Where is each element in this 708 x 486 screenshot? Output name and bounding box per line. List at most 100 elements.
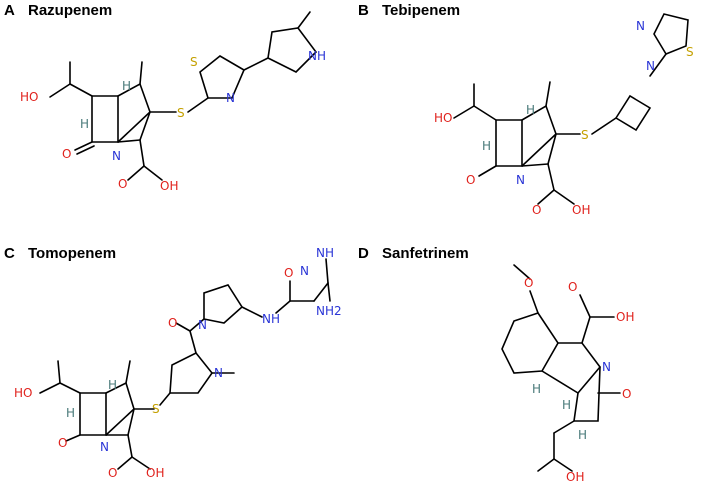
pyrroline-ring <box>105 381 135 436</box>
bond <box>547 163 555 191</box>
cyclohexane-ring <box>501 312 559 374</box>
bond <box>553 189 575 205</box>
bond <box>649 53 667 77</box>
atom-nitrogen: NH <box>262 312 280 326</box>
bond <box>59 382 81 394</box>
bond <box>69 83 93 97</box>
bond <box>513 264 531 280</box>
atom-hydrogen: H <box>482 139 491 153</box>
panel-a-title: Razupenem <box>28 2 113 19</box>
bond <box>313 282 329 302</box>
beta-lactam-ring <box>91 95 119 143</box>
bond <box>241 306 263 318</box>
bond <box>189 330 197 354</box>
bond <box>125 360 131 384</box>
pyrrolidine-top-ring <box>203 284 244 324</box>
atom-nitrogen: N <box>100 440 109 454</box>
bond <box>57 360 61 384</box>
bond <box>117 139 141 143</box>
beta-lactam-ring <box>79 392 107 436</box>
bond <box>143 165 163 181</box>
atom-oxygen: HO <box>20 90 38 104</box>
bond <box>243 57 269 71</box>
tomopenem-structure: HO H H N O O OH S N O N NH O N NH NH2 <box>14 246 342 480</box>
bond <box>275 300 291 314</box>
atom-sulfur: S <box>686 45 694 59</box>
atom-nitrogen: NH <box>316 246 334 260</box>
atom-nitrogen: N <box>516 173 525 187</box>
atom-oxygen: O <box>532 203 541 217</box>
bond <box>159 392 171 406</box>
panel-b-heading: B Tebipenem <box>358 2 460 19</box>
atom-nitrogen: NH <box>308 49 326 63</box>
atom-hydrogen: H <box>526 103 535 117</box>
bond <box>187 97 209 113</box>
bond <box>591 117 617 135</box>
bond <box>545 81 551 107</box>
pyrroline-ring <box>521 104 557 167</box>
atom-hydrogen: H <box>562 398 571 412</box>
panel-d-title: Sanfetrinem <box>382 245 469 262</box>
beta-lactam-ring <box>495 119 523 167</box>
panel-b-title: Tebipenem <box>382 2 461 19</box>
atom-nitrogen: NH2 <box>316 304 342 318</box>
bond <box>131 456 151 470</box>
atom-oxygen: O <box>168 316 177 330</box>
atom-nitrogen: N <box>112 149 121 163</box>
panel-b-letter: B <box>358 2 369 19</box>
atom-hydrogen: H <box>122 79 131 93</box>
atom-oxygen: HO <box>434 111 452 125</box>
atom-oxygen: O <box>466 173 475 187</box>
panel-c-title: Tomopenem <box>28 245 117 262</box>
atom-hydrogen: H <box>532 382 541 396</box>
atom-oxygen: O <box>62 147 71 161</box>
atom-nitrogen: N <box>300 264 309 278</box>
atom-hydrogen: H <box>108 378 117 392</box>
bond <box>117 456 133 470</box>
panel-d-heading: D Sanfetrinem <box>358 245 469 262</box>
bond <box>74 141 93 151</box>
bond <box>478 165 497 177</box>
atom-oxygen: OH <box>616 310 634 324</box>
razupenem-structure: HO H H N O O OH S S N NH <box>20 11 326 193</box>
bond <box>139 139 145 167</box>
atom-sulfur: S <box>190 55 198 69</box>
atom-hydrogen: H <box>80 117 89 131</box>
azetidine-ring <box>615 94 652 132</box>
atom-sulfur: S <box>581 128 589 142</box>
bond <box>76 145 95 155</box>
bond <box>473 105 497 121</box>
atom-nitrogen: N <box>646 59 655 73</box>
atom-nitrogen: N <box>602 360 611 374</box>
pyrroline-right-ring <box>267 27 318 73</box>
bond <box>49 83 71 98</box>
atom-oxygen: OH <box>572 203 590 217</box>
atom-sulfur: S <box>177 106 185 120</box>
bond <box>127 434 133 458</box>
atom-hydrogen: H <box>578 428 587 442</box>
atom-oxygen: OH <box>566 470 584 484</box>
bond <box>529 290 539 314</box>
atom-oxygen: HO <box>14 386 32 400</box>
atom-hydrogen: H <box>66 406 75 420</box>
sanfetrinem-structure: O O OH N O H H H OH <box>501 264 634 484</box>
bond <box>581 316 591 344</box>
atom-oxygen: O <box>284 266 293 280</box>
atom-sulfur: S <box>152 402 160 416</box>
thiazoline-ring <box>653 13 689 55</box>
bond <box>325 258 329 284</box>
five-ring <box>541 342 602 395</box>
bond <box>553 420 575 434</box>
pyrrolidine-ring <box>169 351 213 394</box>
panel-d-letter: D <box>358 245 369 262</box>
atom-nitrogen: N <box>226 91 235 105</box>
atom-oxygen: O <box>524 276 533 290</box>
atom-oxygen: O <box>118 177 127 191</box>
atom-oxygen: OH <box>146 466 164 480</box>
atom-oxygen: OH <box>160 179 178 193</box>
